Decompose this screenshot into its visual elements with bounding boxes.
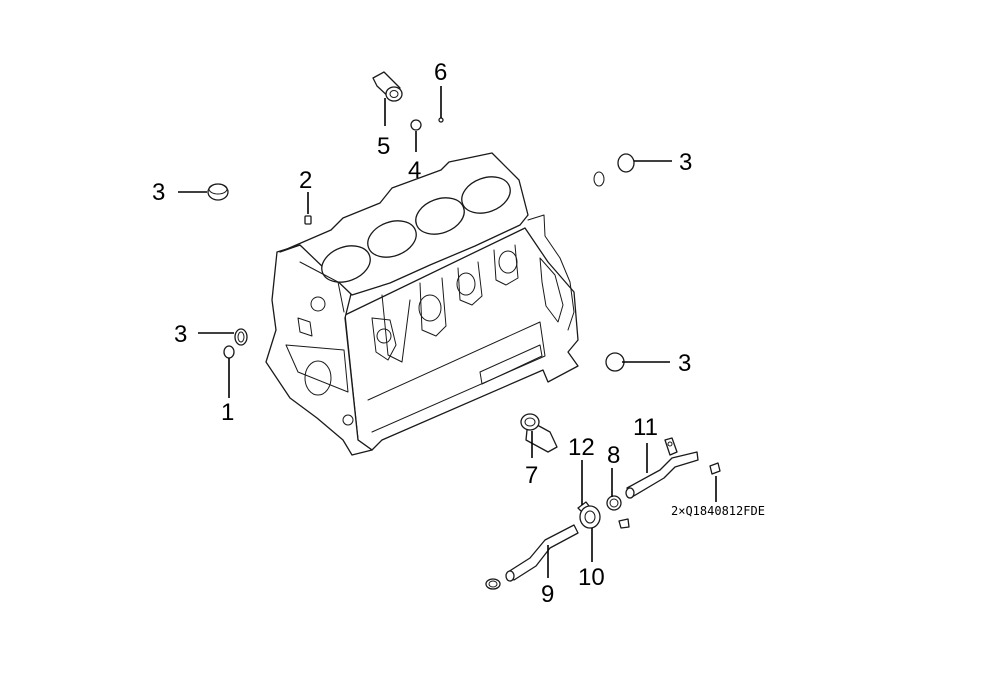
cylinder-block	[265, 152, 579, 456]
part-3-plug-front	[234, 328, 248, 346]
callout-5: 5	[377, 133, 390, 160]
callout-7: 7	[525, 462, 538, 489]
part-number-note: 2×Q1840812FDE	[671, 504, 765, 518]
part-12-bracket	[577, 501, 601, 529]
part-5-plug	[372, 71, 403, 102]
part-3-plug-lower-right	[605, 352, 625, 372]
leader-lines	[178, 86, 717, 578]
part-2-bolt	[304, 215, 312, 225]
part-7-drain-cock	[520, 413, 558, 453]
callout-3-lower-right: 3	[678, 350, 691, 377]
part-8-clamp	[606, 495, 622, 511]
callout-labels: 1 2 3 3 3 3 4 5 6 7 8 9 10 11 12 2×Q1840…	[152, 59, 765, 608]
callout-8: 8	[607, 442, 620, 469]
part-3-plug-left	[207, 183, 229, 201]
part-6-pin	[438, 117, 444, 123]
callout-12: 12	[568, 434, 595, 461]
callout-11: 11	[633, 414, 658, 441]
part-3-plug-upper-right	[593, 153, 635, 187]
callout-1: 1	[221, 399, 234, 426]
small-bolt	[618, 518, 630, 529]
callout-10: 10	[578, 564, 605, 591]
callout-3-left: 3	[152, 179, 165, 206]
callout-3-front: 3	[174, 321, 187, 348]
pipe-clamp	[485, 578, 501, 590]
callout-2: 2	[299, 167, 312, 194]
bolt-q1840812fde	[709, 462, 721, 475]
part-11-water-pipe	[625, 437, 699, 499]
part-4-small-plug	[410, 119, 422, 131]
callout-3-upper-right: 3	[679, 149, 692, 176]
callout-4: 4	[408, 157, 421, 184]
part-9-water-pipe	[505, 524, 579, 582]
part-1-ring	[223, 345, 235, 359]
callout-9: 9	[541, 581, 554, 608]
callout-6: 6	[434, 59, 447, 86]
